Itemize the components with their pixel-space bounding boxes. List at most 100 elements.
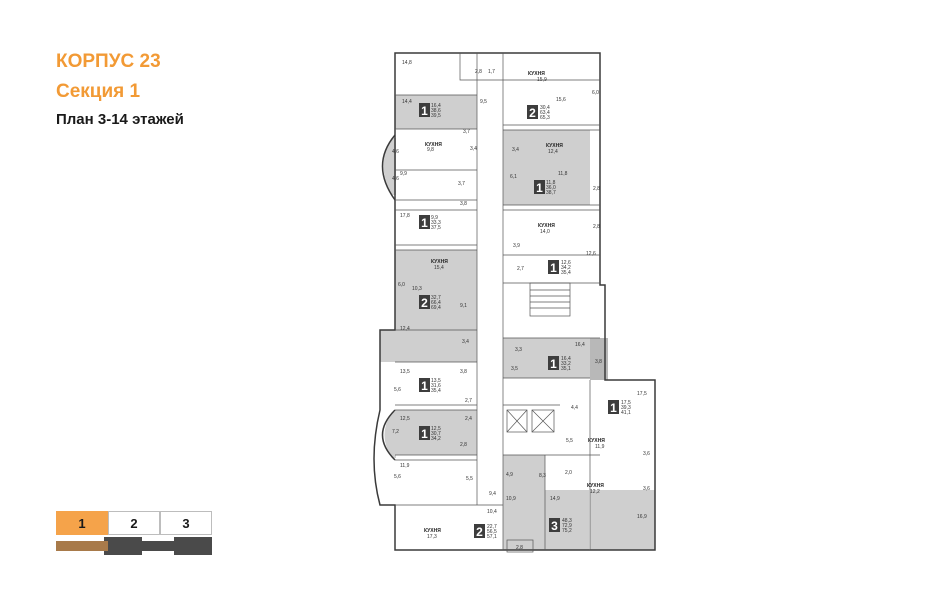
apt-a3-area-total: 36,0 xyxy=(546,185,556,191)
apartment-fills xyxy=(380,95,655,550)
room-label: 6,0 xyxy=(398,282,405,288)
room-label: 2,8 xyxy=(593,224,600,230)
room-label: 10,3 xyxy=(412,286,422,292)
room-label: 14,0 xyxy=(540,229,550,235)
apt-a4-area-full: 37,5 xyxy=(431,225,441,231)
room-label: 16,4 xyxy=(575,342,585,348)
room-label: 1,7 xyxy=(488,69,495,75)
apt-a5-area-living: 12,6 xyxy=(561,260,571,266)
apartment-area-info: 16,4 38,6 39,5 30,4 63,4 65,3 11,8 36,0 … xyxy=(431,103,631,540)
room-label: 4,6 xyxy=(392,149,399,155)
room-label: 3,5 xyxy=(511,366,518,372)
apartment-rooms-a11: 2 xyxy=(476,525,483,539)
room-label: 2,8 xyxy=(516,545,523,551)
room-label: 14,4 xyxy=(402,99,412,105)
room-label: 15,4 xyxy=(434,265,444,271)
apt-a1-area-living: 16,4 xyxy=(431,103,441,109)
room-label: 17,8 xyxy=(400,213,410,219)
room-label: 12,4 xyxy=(548,149,558,155)
apartment-rooms-a8: 1 xyxy=(421,379,428,393)
room-label: 2,8 xyxy=(460,442,467,448)
room-label: 11,9 xyxy=(595,444,605,450)
apt-a8-area-full: 35,4 xyxy=(431,388,441,394)
room-label: 2,8 xyxy=(593,186,600,192)
apt-a8-area-total: 31,6 xyxy=(431,383,441,389)
room-label: 17,3 xyxy=(427,534,437,540)
apt-a10-area-total: 30,7 xyxy=(431,431,441,437)
room-label: 4,9 xyxy=(506,472,513,478)
room-label: 6,1 xyxy=(510,174,517,180)
room-label: 4,6 xyxy=(392,176,399,182)
apt-a7-area-full: 35,1 xyxy=(561,366,571,372)
room-label: 16,9 xyxy=(637,514,647,520)
section-tab-2[interactable]: 2 xyxy=(108,511,160,535)
room-label: 7,2 xyxy=(392,429,399,435)
room-label: 13,5 xyxy=(400,369,410,375)
apartment-rooms-a12: 3 xyxy=(551,519,558,533)
apt-a2-area-full: 65,3 xyxy=(540,115,550,121)
room-label: 12,4 xyxy=(400,326,410,332)
apt-a6-area-full: 69,4 xyxy=(431,305,441,311)
room-label: 14,9 xyxy=(550,496,560,502)
apt-a11-area-living: 22,7 xyxy=(487,524,497,530)
room-label: 5,6 xyxy=(394,474,401,480)
apt-a7-area-living: 16,4 xyxy=(561,356,571,362)
apt-a12-area-total: 72,9 xyxy=(562,523,572,529)
room-label: 3,6 xyxy=(643,451,650,457)
apt-a9-area-full: 41,1 xyxy=(621,410,631,416)
apt-a12-area-living: 48,3 xyxy=(562,518,572,524)
room-label: 3,8 xyxy=(595,359,602,365)
apartment-rooms-a9: 1 xyxy=(610,401,617,415)
room-label: 3,7 xyxy=(463,129,470,135)
room-label: 14,8 xyxy=(402,60,412,66)
apt-a2-area-total: 63,4 xyxy=(540,110,550,116)
apartment-rooms-a1: 1 xyxy=(421,104,428,118)
room-label: 5,5 xyxy=(566,438,573,444)
room-label: 15,9 xyxy=(537,77,547,83)
room-label: 3,4 xyxy=(470,146,477,152)
room-label: 12,6 xyxy=(586,251,596,257)
section-tab-3[interactable]: 3 xyxy=(160,511,212,535)
apt-a10-area-full: 34,2 xyxy=(431,436,441,442)
room-label: КУХНЯ xyxy=(528,71,545,77)
apt-a11-area-full: 57,1 xyxy=(487,534,497,540)
room-label: 12,2 xyxy=(590,489,600,495)
room-label: 2,7 xyxy=(517,266,524,272)
room-label: КУХНЯ xyxy=(587,483,604,489)
room-label: 3,6 xyxy=(643,486,650,492)
room-label: 8,3 xyxy=(539,473,546,479)
room-label: 4,4 xyxy=(571,405,578,411)
room-label: 9,4 xyxy=(489,491,496,497)
room-label: 12,5 xyxy=(400,416,410,422)
room-label: 5,6 xyxy=(394,387,401,393)
section-tab-1[interactable]: 1 xyxy=(56,511,108,535)
apt-a9-area-total: 39,3 xyxy=(621,405,631,411)
apartment-rooms-a3: 1 xyxy=(536,181,543,195)
floor-plan-subtitle: План 3-14 этажей xyxy=(56,111,184,128)
room-label: КУХНЯ xyxy=(431,259,448,265)
room-label: 9,5 xyxy=(480,99,487,105)
room-label: 9,9 xyxy=(400,171,407,177)
room-label: 2,8 xyxy=(475,69,482,75)
apt-a7-area-total: 33,2 xyxy=(561,361,571,367)
apartment-rooms-a7: 1 xyxy=(550,357,557,371)
apartment-rooms-a4: 1 xyxy=(421,216,428,230)
room-label: 9,8 xyxy=(427,147,434,153)
room-label: 15,6 xyxy=(556,97,566,103)
room-label: 2,0 xyxy=(565,470,572,476)
room-label: КУХНЯ xyxy=(424,528,441,534)
building-title: КОРПУС 23 xyxy=(56,51,161,72)
room-label: КУХНЯ xyxy=(425,142,442,148)
section-title: Секция 1 xyxy=(56,81,141,102)
apt-a2-area-living: 30,4 xyxy=(540,105,550,111)
room-label: 5,5 xyxy=(466,476,473,482)
apt-a6-area-living: 32,7 xyxy=(431,295,441,301)
building-walls xyxy=(373,52,656,553)
room-label: 3,8 xyxy=(460,369,467,375)
room-label: 3,3 xyxy=(515,347,522,353)
apt-a5-area-full: 35,4 xyxy=(561,270,571,276)
apt-a3-area-full: 38,7 xyxy=(546,190,556,196)
apt-a10-area-living: 12,5 xyxy=(431,426,441,432)
apt-a4-area-total: 33,3 xyxy=(431,220,441,226)
